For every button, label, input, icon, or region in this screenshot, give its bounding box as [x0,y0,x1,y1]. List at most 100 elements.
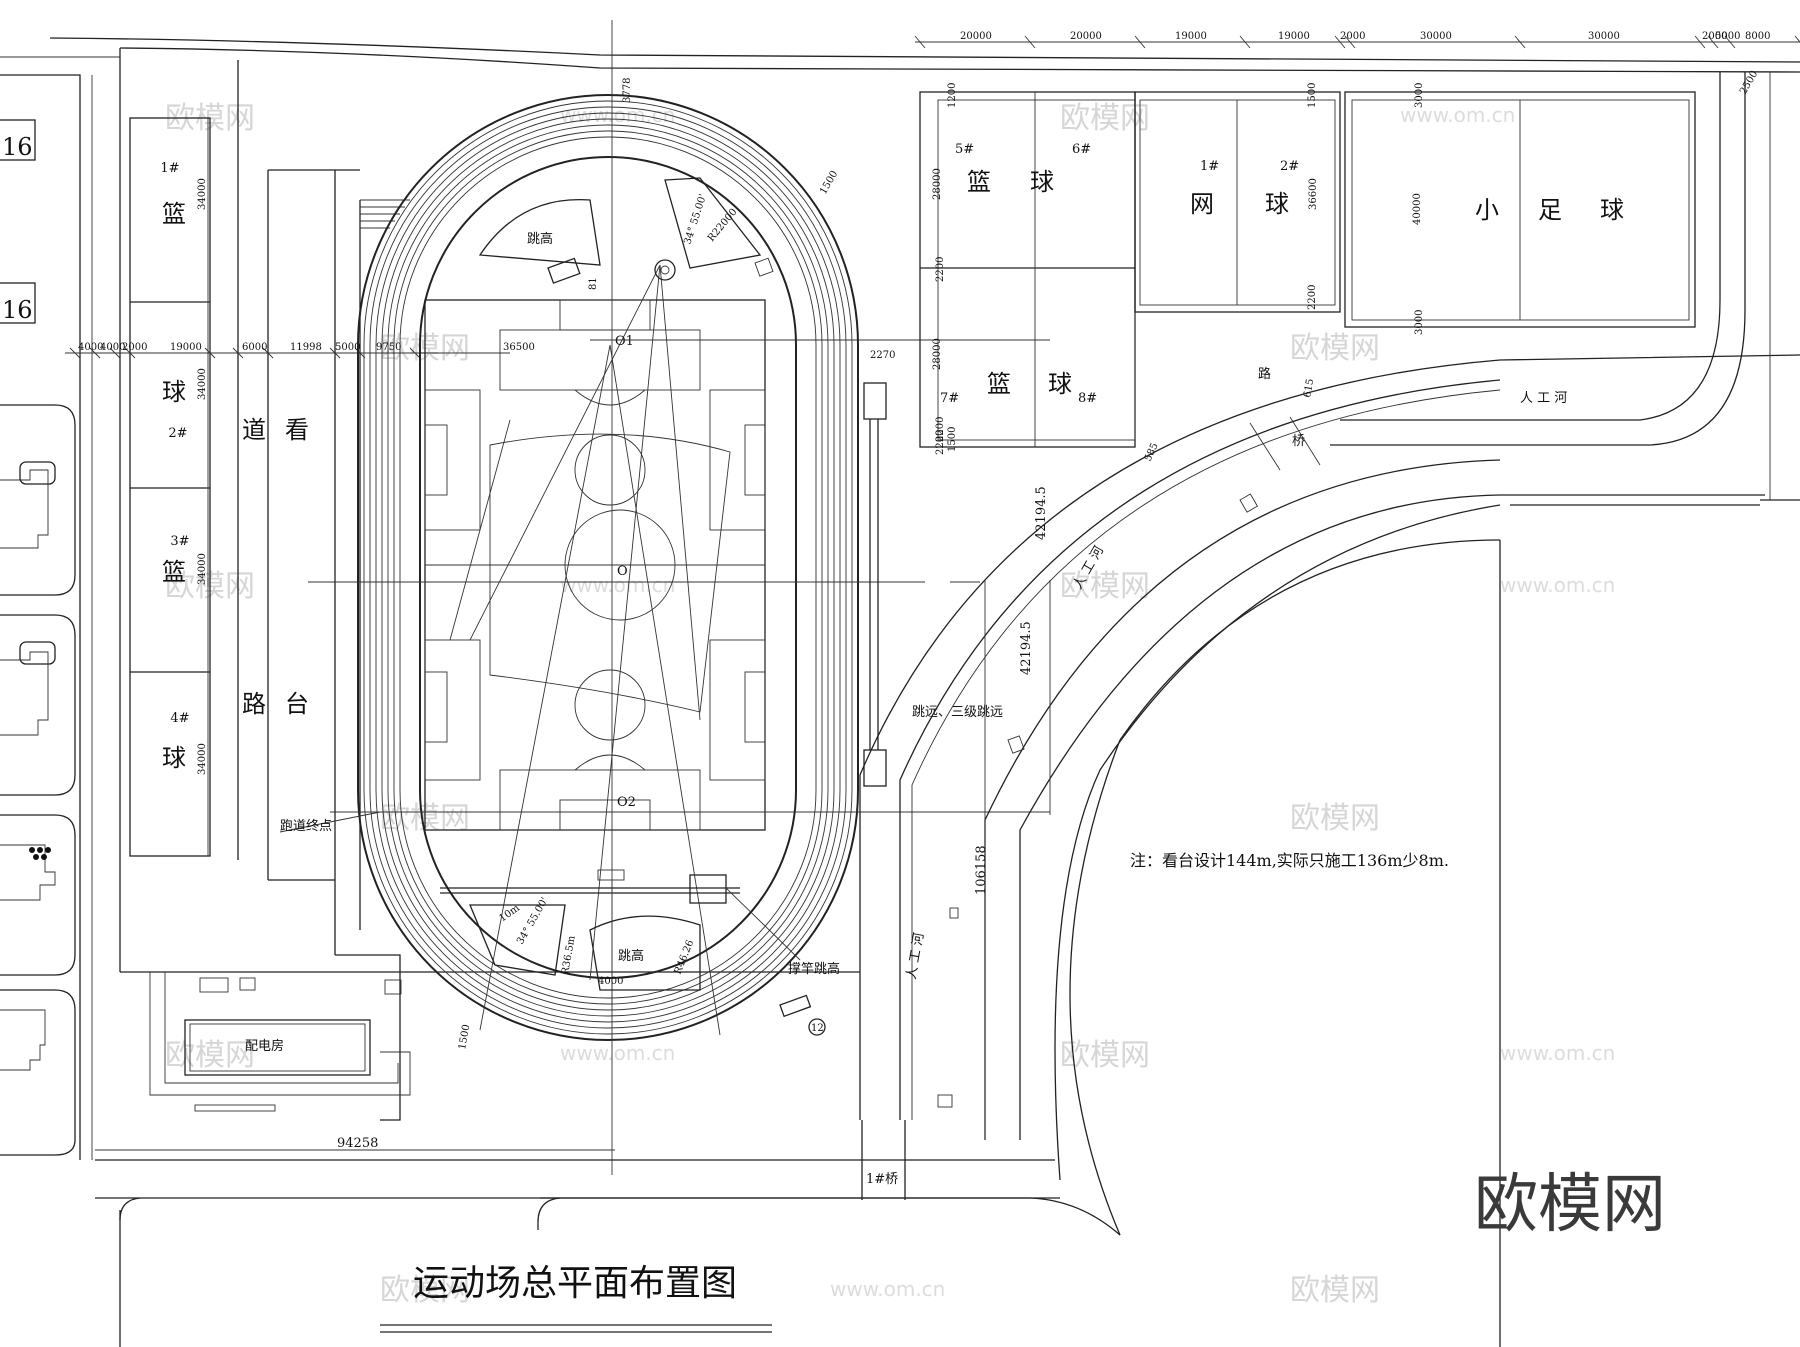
dim-text: 36600 [1308,178,1319,210]
watermark-url: www.om.cn [560,1041,675,1065]
watermark-text: 欧模网 [1290,1273,1380,1308]
dim-text: 9750 [376,342,401,353]
left-dimension-row: 4000 4000 2000 19000 6000 11998 5000 975… [65,342,535,359]
building-16b [0,282,36,324]
dim-text: 5000 [335,342,360,353]
court-number: 5# [955,142,974,157]
dim-text: 30000 [1420,31,1452,42]
dim-text: 42194.5 [1034,486,1049,540]
dim-text: 8000 [1745,31,1770,42]
left-buildings: 16 16 [0,119,76,1156]
substation: 配电房 [149,972,411,1112]
watermark-text: 欧模网 [1290,801,1380,836]
dim-text: 20000 [1070,31,1102,42]
court-label: 篮 [162,558,186,586]
left-basketball-courts: 1# 篮 34000 球 2# 34000 3# 篮 34000 4# 球 34… [129,117,211,857]
dim-text: 28000 [932,338,943,370]
dim-text: 1500 [457,1024,472,1051]
court-number: 7# [940,391,959,406]
watermark-text: 欧模网 [1290,331,1380,366]
watermark-text: 欧模网 [1060,569,1150,604]
watermark-url: www.om.cn [1500,1041,1615,1065]
dots-icon [29,847,51,860]
dim-text: 19000 [170,342,202,353]
dim-text: 3000 [1414,83,1425,108]
court-number: 8# [1078,391,1097,406]
dim-text: 615 [1302,378,1316,399]
dim-text: 36500 [503,342,535,353]
dim-text: 19000 [1278,31,1310,42]
dim-text: 1500 [1307,83,1318,108]
court-label: 球 [1030,168,1054,196]
dim-text: 34000 [197,553,208,585]
court-label: 篮 [162,200,186,228]
bottom-dimensions: 94258 1#桥 [95,1120,906,1200]
bridge-label: 1#桥 [866,1172,898,1187]
court-number: 1# [160,161,179,176]
dim-text: 2200 [935,430,946,455]
watermark-text: 欧模网 [165,1038,255,1073]
watermark-url: www.om.cn [830,1277,945,1301]
dim-text: 1200 [947,83,958,108]
stand-label: 看 [285,416,309,444]
court-number: 4# [170,711,189,726]
center-point-label: O [617,564,628,579]
center-point-label: O2 [617,795,636,810]
dim-text: 2000 [1702,31,1727,42]
court-label: 球 [1048,370,1072,398]
dim-text: 3000 [1414,310,1425,335]
dim-text: 106158 [974,845,989,895]
watermark-url: www.om.cn [1400,103,1515,127]
dim-text: 2000 [1340,31,1365,42]
building-number: 16 [2,296,33,324]
dim-text: 34000 [197,178,208,210]
court-label: 球 [162,744,186,772]
high-jump-top: 跳高 34° 55.00' R22000 81 3778 1500 [478,78,840,290]
football-field: O1 O O2 [424,264,766,1036]
river-label: 人 工 河 [1520,391,1567,406]
dim-text: 4000 [598,976,623,987]
dim-text: 42194.5 [1019,621,1034,675]
marker-label: 12 [811,1023,824,1034]
dim-text: 2270 [870,350,895,361]
dim-text: 4000 [78,342,103,353]
event-label: 跳高 [527,231,553,247]
building-number: 16 [2,133,33,161]
dim-text: 2200 [935,257,946,282]
roads [0,37,1800,1347]
dim-text: 6000 [242,342,267,353]
court-label: 球 [1600,196,1624,224]
dim-text: 19000 [1175,31,1207,42]
event-label: 跳高 [618,948,644,964]
dim-text: 34000 [197,368,208,400]
center-point-label: O1 [615,334,634,349]
dim-text: 28000 [932,168,943,200]
watermark-text: 欧模网 [380,1273,470,1308]
dim-text: 30000 [1588,31,1620,42]
title-block: 运动场总平面布置图 [380,1263,772,1333]
court-label: 篮 [987,370,1011,398]
dim-text: 3778 [622,78,633,103]
long-jump: 2270 跳远、三级跳远 [863,350,1003,787]
brand-logo-text: 欧模网 [1474,1168,1666,1242]
court-number: 1# [1200,159,1219,174]
dim-text: 5000 [1715,31,1740,42]
road-and-stand: 道 路 看 台 [237,60,410,1121]
court-label: 小 [1475,196,1499,224]
design-note: 注：看台设计144m,实际只施工136m少8m. [1130,851,1449,870]
stand-label: 台 [285,690,309,718]
dim-text: 1500 [947,427,958,452]
dim-text: 11998 [290,342,322,353]
building-16a [0,119,36,161]
finish-line-label: 跑道终点 [280,818,332,834]
watermark-url: www.om.cn [1500,573,1615,597]
court-number: 2# [1280,159,1299,174]
dim-text: 34000 [197,743,208,775]
court-label: 球 [1265,190,1289,218]
court-label: 网 [1190,190,1214,218]
dim-text: 2200 [1307,285,1318,310]
court-number: 2# [168,426,187,441]
running-track [357,94,859,1041]
watermark-text: 欧模网 [1060,101,1150,136]
